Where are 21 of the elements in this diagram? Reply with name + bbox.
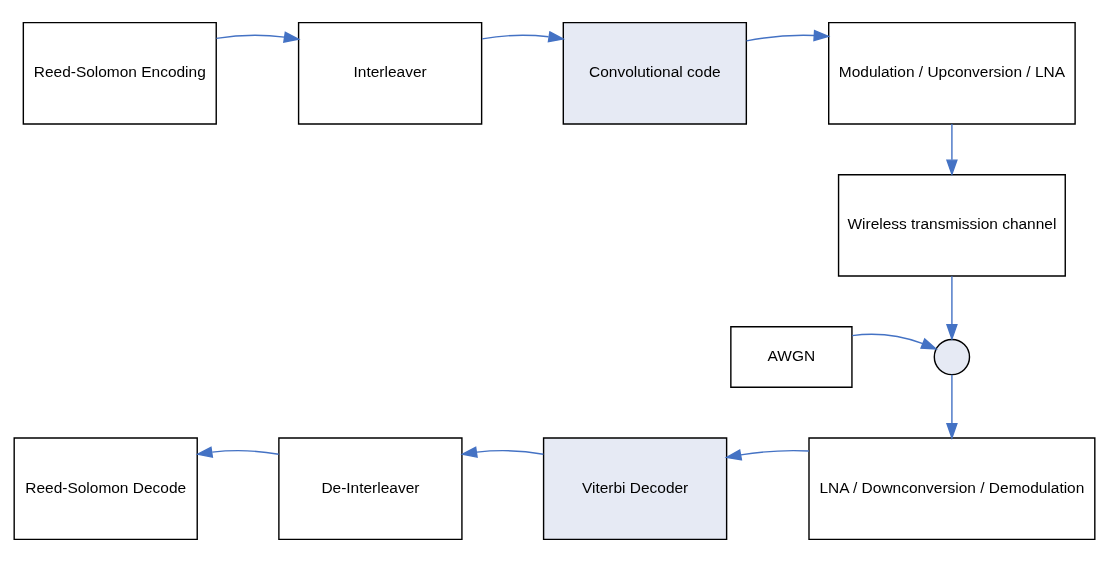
arrow <box>745 29 831 42</box>
node-box: Reed-Solomon Encoding <box>22 21 217 125</box>
arrow <box>460 446 545 458</box>
node-box: AWGN <box>730 326 853 388</box>
arrow <box>215 31 301 43</box>
node-box: Viterbi Decoder <box>542 437 728 541</box>
arrow <box>946 374 958 440</box>
arrow <box>724 448 810 461</box>
arrow <box>851 333 938 350</box>
arrow <box>946 123 958 177</box>
node-box: Reed-Solomon Decode <box>13 437 198 541</box>
node-box: Wireless transmission channel <box>837 174 1066 277</box>
node-box: Convolutional code <box>562 21 748 125</box>
node-box: LNA / Downconversion / Demodulation <box>808 437 1096 541</box>
arrow <box>195 446 280 458</box>
arrow <box>946 275 958 341</box>
node-circle <box>933 338 971 376</box>
node-box: Modulation / Upconversion / LNA <box>828 21 1076 125</box>
node-box: De-Interleaver <box>278 437 463 541</box>
node-box: Interleaver <box>297 21 483 125</box>
arrow <box>481 30 566 43</box>
